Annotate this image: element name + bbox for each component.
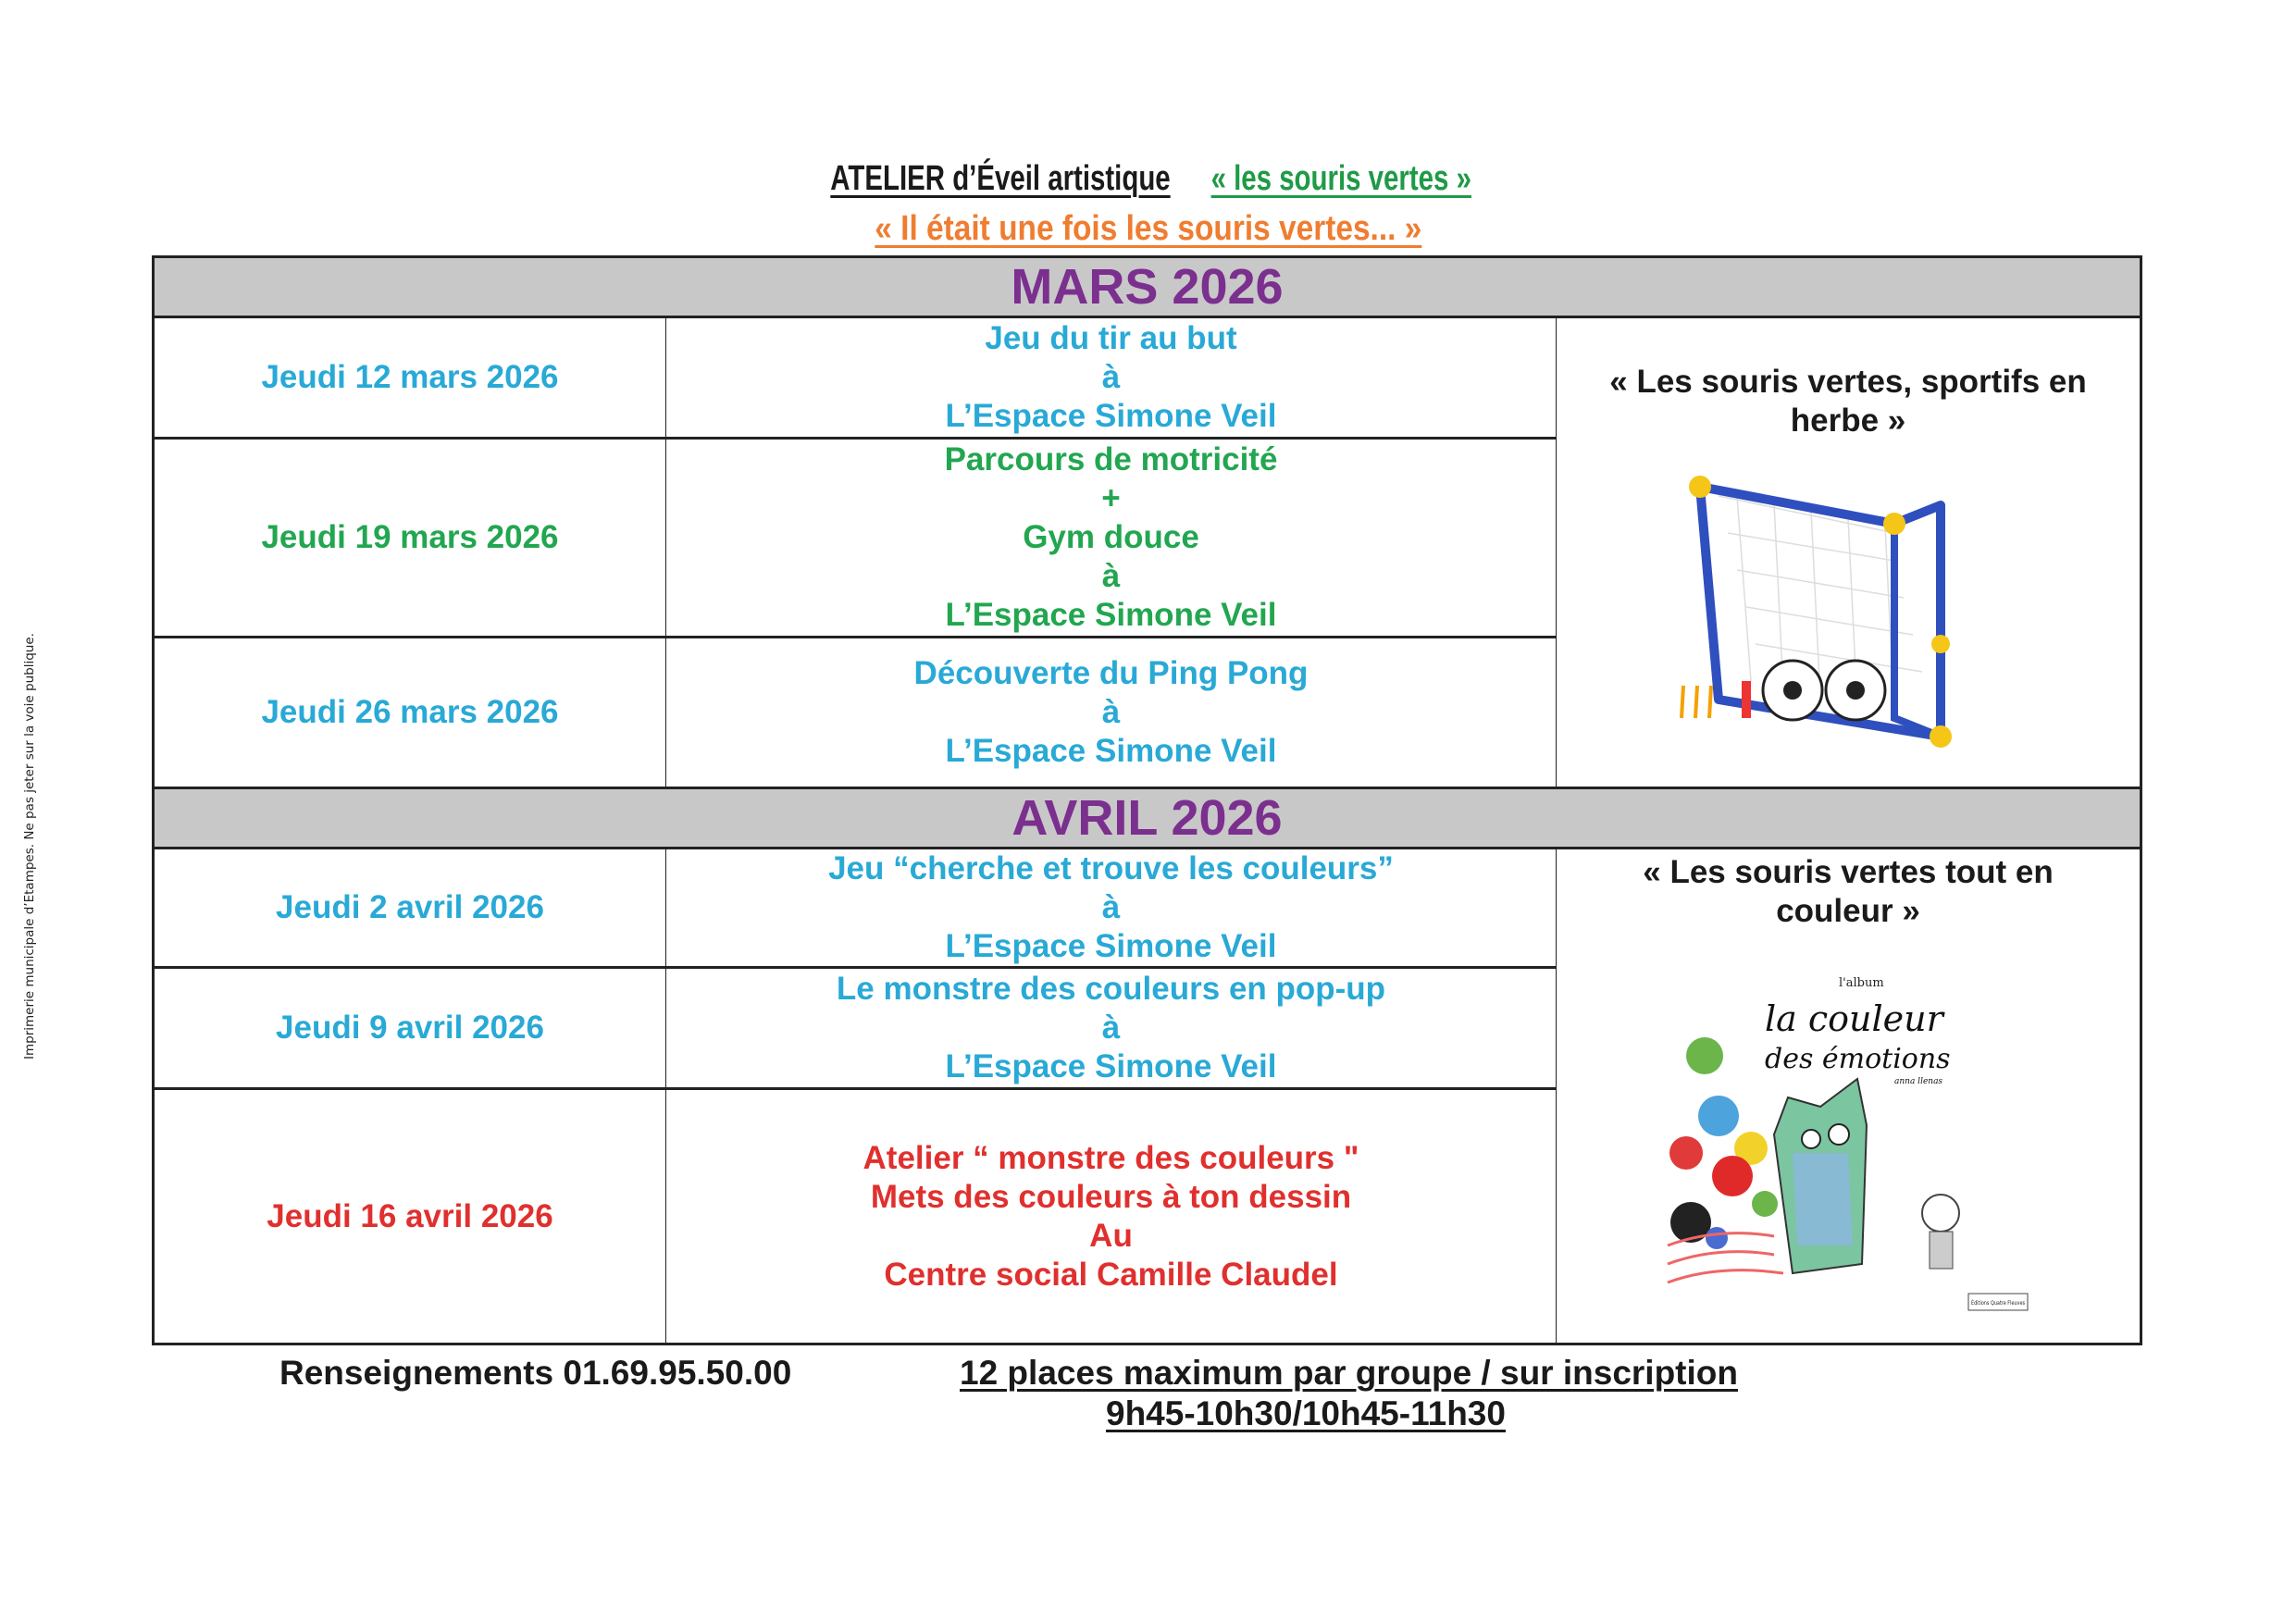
month-label: MARS 2026 — [152, 255, 2142, 318]
activity-line: Parcours de motricité — [944, 441, 1278, 477]
activity-line: Gym douce — [1023, 519, 1199, 555]
activity-line: Jeu du tir au but — [985, 320, 1237, 356]
side-note: Imprimerie municipale d’Etampes. Ne pas … — [22, 633, 37, 1059]
soccer-goal-image — [1680, 476, 1952, 748]
date-cell: Jeudi 19 mars 2026 — [152, 437, 666, 638]
month-header-avril: AVRIL 2026 — [152, 787, 2142, 849]
activity-line: Mets des couleurs à ton dessin — [870, 1178, 1352, 1215]
schedule-table: MARS 2026 Jeudi 12 mars 2026 Jeu du tir … — [152, 255, 2142, 1345]
title-highlight: « les souris vertes » — [1210, 159, 1471, 198]
table-row: Jeudi 16 avril 2026 Atelier “ monstre de… — [152, 1087, 2141, 1345]
activity-line: + — [1101, 480, 1121, 516]
page-subtitle: « Il était une fois les souris vertes...… — [0, 209, 2296, 249]
activity-line: L’Espace Simone Veil — [945, 1048, 1277, 1084]
theme-line: couleur » — [1776, 893, 1920, 929]
table-row: Jeudi 26 mars 2026 Découverte du Ping Po… — [152, 636, 2141, 789]
activity-line: Centre social Camille Claudel — [884, 1256, 1338, 1293]
table-row: Jeudi 2 avril 2026 Jeu “cherche et trouv… — [152, 847, 2142, 1345]
activity-line: à — [1101, 1010, 1121, 1046]
activity-cell: Atelier “ monstre des couleurs "Mets des… — [665, 1087, 1557, 1345]
month-label: AVRIL 2026 — [152, 787, 2142, 849]
date-cell: Jeudi 26 mars 2026 — [152, 636, 666, 789]
activity-line: à — [1101, 889, 1121, 925]
date-cell: Jeudi 2 avril 2026 — [152, 847, 666, 969]
book-title-1: la couleur — [1765, 998, 1946, 1039]
date-cell: Jeudi 16 avril 2026 — [152, 1087, 666, 1345]
footer-hours: 9h45-10h30/10h45-11h30 — [1106, 1394, 1506, 1432]
page-title: ATELIER d’Éveil artistique « les souris … — [0, 159, 2296, 199]
activity-line: à — [1101, 359, 1121, 395]
activity-line: Au — [1089, 1217, 1133, 1254]
activity-line: L’Espace Simone Veil — [945, 928, 1277, 964]
date-cell: Jeudi 9 avril 2026 — [152, 966, 666, 1090]
footer-places: 12 places maximum par groupe / sur inscr… — [960, 1354, 1738, 1392]
table-row: Jeudi 9 avril 2026 Le monstre des couleu… — [152, 966, 2141, 1090]
table-row: Jeudi 19 mars 2026 Parcours de motricité… — [152, 437, 2141, 638]
book-author: anna llenas — [1894, 1077, 1942, 1086]
theme-line: « Les souris vertes tout en — [1643, 854, 2054, 890]
month-header-mars: MARS 2026 — [152, 255, 2142, 318]
book-cover-image: l'album la couleur des émotions anna lle… — [1667, 976, 2029, 1311]
activity-line: à — [1101, 558, 1121, 594]
footer-info: Renseignements 01.69.95.50.00 — [279, 1354, 792, 1392]
book-kicker: l'album — [1839, 976, 1884, 990]
activity-line: Le monstre des couleurs en pop-up — [836, 971, 1386, 1007]
theme-line: « Les souris vertes, sportifs en — [1609, 364, 2087, 400]
activity-line: Jeu “cherche et trouve les couleurs” — [828, 850, 1394, 886]
theme-line: herbe » — [1790, 403, 1906, 439]
activity-line: L’Espace Simone Veil — [945, 733, 1277, 769]
book-publisher: Éditions Quatre Fleuves — [1971, 1299, 2025, 1307]
title-text: ATELIER d’Éveil artistique — [829, 159, 1171, 198]
book-title-2: des émotions — [1765, 1043, 1951, 1075]
activity-line: L’Espace Simone Veil — [945, 597, 1277, 633]
date-cell: Jeudi 12 mars 2026 — [152, 316, 666, 440]
activity-line: Atelier “ monstre des couleurs " — [863, 1139, 1359, 1176]
activity-line: Découverte du Ping Pong — [913, 655, 1309, 691]
activity-line: L’Espace Simone Veil — [945, 398, 1277, 434]
activity-line: à — [1101, 694, 1121, 730]
subtitle-text: « Il était une fois les souris vertes...… — [874, 209, 1422, 248]
